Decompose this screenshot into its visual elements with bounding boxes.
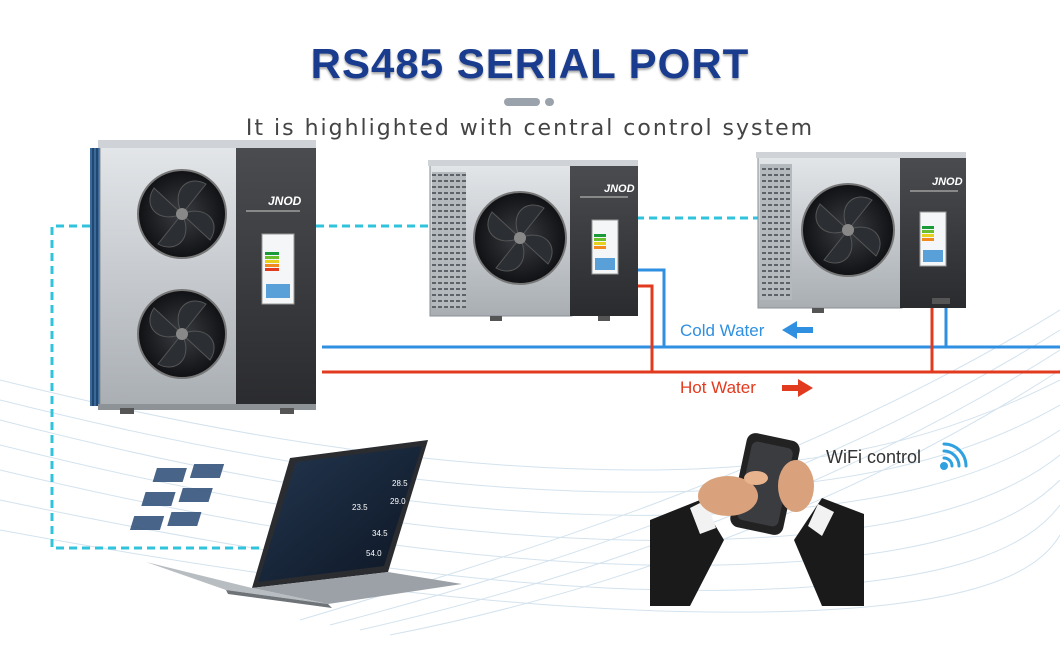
fan-icon (473, 191, 567, 285)
brand-logo: JNOD (268, 194, 302, 208)
page-title: RS485 SERIAL PORT (310, 40, 750, 87)
energy-label (591, 219, 619, 275)
fan-icon (801, 183, 895, 277)
wifi-icon (940, 442, 968, 470)
page-subtitle: It is highlighted with central control s… (245, 116, 815, 141)
laptop-reading: 34.5 (372, 529, 388, 538)
heat-pump-right: JNOD (756, 152, 966, 313)
laptop-reading: 29.0 (390, 497, 406, 506)
brand-logo: JNOD (932, 176, 963, 188)
title-divider-pill (504, 98, 540, 106)
hot-water-pipe (322, 284, 1060, 374)
heat-pump-middle: JNOD (428, 160, 638, 321)
heat-pump-large: JNOD (90, 140, 316, 414)
cold-water-label: Cold Water (680, 321, 765, 340)
fan-icon (137, 289, 227, 379)
arrow-right-icon (782, 379, 813, 397)
brand-logo: JNOD (604, 183, 635, 195)
title-divider-dot (545, 98, 554, 106)
fan-icon (137, 169, 227, 259)
laptop-reading: 28.5 (392, 479, 408, 488)
arrow-left-icon (782, 321, 813, 339)
laptop-screen-tiles (129, 464, 225, 530)
rs485-link (50, 216, 760, 550)
energy-label (919, 211, 947, 267)
cold-water-pipe (322, 268, 1060, 349)
laptop-reading: 23.5 (352, 503, 368, 512)
laptop-icon: 28.5 29.0 23.5 34.5 54.0 (129, 440, 462, 608)
hot-water-label: Hot Water (680, 378, 756, 397)
wifi-control-label: WiFi control (826, 447, 922, 467)
laptop-reading: 54.0 (366, 549, 382, 558)
energy-label (261, 233, 295, 305)
hands-with-phone (650, 433, 864, 606)
